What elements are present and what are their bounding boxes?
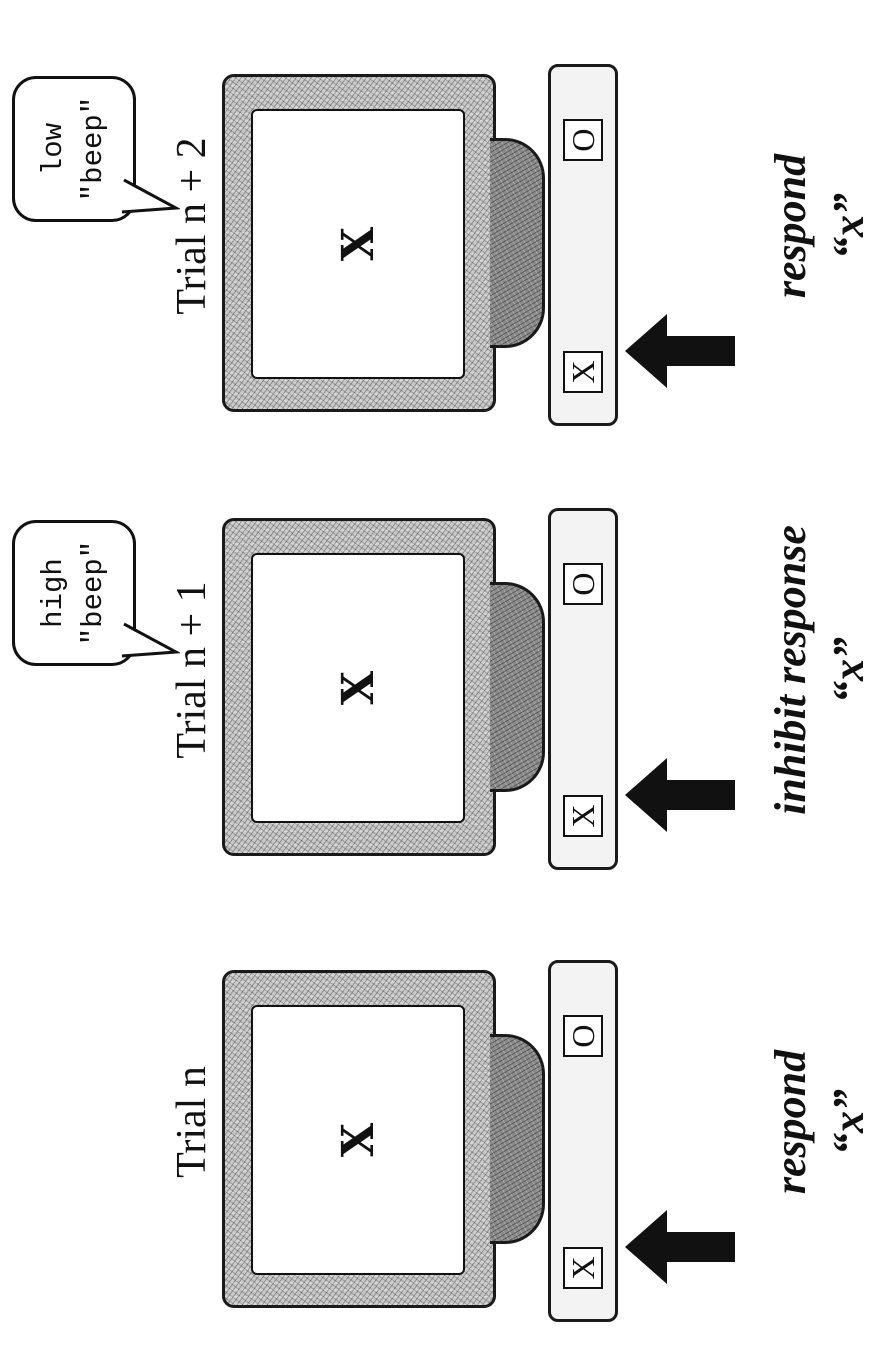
response-instruction: respond “x” [762,0,878,452]
key-x: X [563,1247,603,1289]
monitor-screen: X [251,1005,465,1275]
response-target: “x” [820,896,878,1348]
response-keyboard: X O [548,508,618,870]
monitor: X [222,970,496,1308]
stimulus-letter: X [253,555,463,821]
trial-title: Trial n + 1 [168,444,216,896]
key-x: X [563,795,603,837]
trial-title: Trial n [168,896,216,1348]
monitor-stand [490,1034,545,1244]
response-instruction: respond “x” [762,896,878,1348]
monitor-screen: X [251,553,465,823]
key-o: O [563,563,603,605]
arrow-up-icon [625,1210,735,1284]
bubble-line-2: "beep" [74,97,114,201]
response-action: respond [762,0,820,452]
response-target: “x” [820,0,878,452]
monitor-stand [490,138,545,348]
stimulus-letter: X [253,111,463,377]
bubble-line-1: high [34,558,74,628]
trial-panel-n-plus-1: high "beep" Trial n + 1 X X O [0,444,888,896]
response-keyboard: X O [548,64,618,426]
key-x: X [563,351,603,393]
stimulus-letter: X [253,1007,463,1273]
response-keyboard: X O [548,960,618,1322]
arrow-up-icon [625,314,735,388]
speech-bubble-tail-icon [120,620,180,660]
key-o: O [563,1015,603,1057]
speech-bubble-tail-icon [120,176,180,216]
bubble-line-1: low [34,123,74,175]
response-instruction: inhibit response “x” [762,444,878,896]
bubble-line-2: "beep" [74,541,114,645]
response-action: inhibit response [762,444,820,896]
speech-bubble: high "beep" [12,520,136,666]
arrow-up-icon [625,758,735,832]
trial-panel-n-plus-2: low "beep" Trial n + 2 X X O r [0,0,888,452]
response-action: respond [762,896,820,1348]
key-o: O [563,119,603,161]
monitor: X [222,74,496,412]
monitor-screen: X [251,109,465,379]
speech-bubble: low "beep" [12,76,136,222]
trial-panel-n: Trial n X X O respond “x” [0,896,888,1348]
trial-title: Trial n + 2 [168,0,216,452]
monitor: X [222,518,496,856]
monitor-stand [490,582,545,792]
response-target: “x” [820,444,878,896]
